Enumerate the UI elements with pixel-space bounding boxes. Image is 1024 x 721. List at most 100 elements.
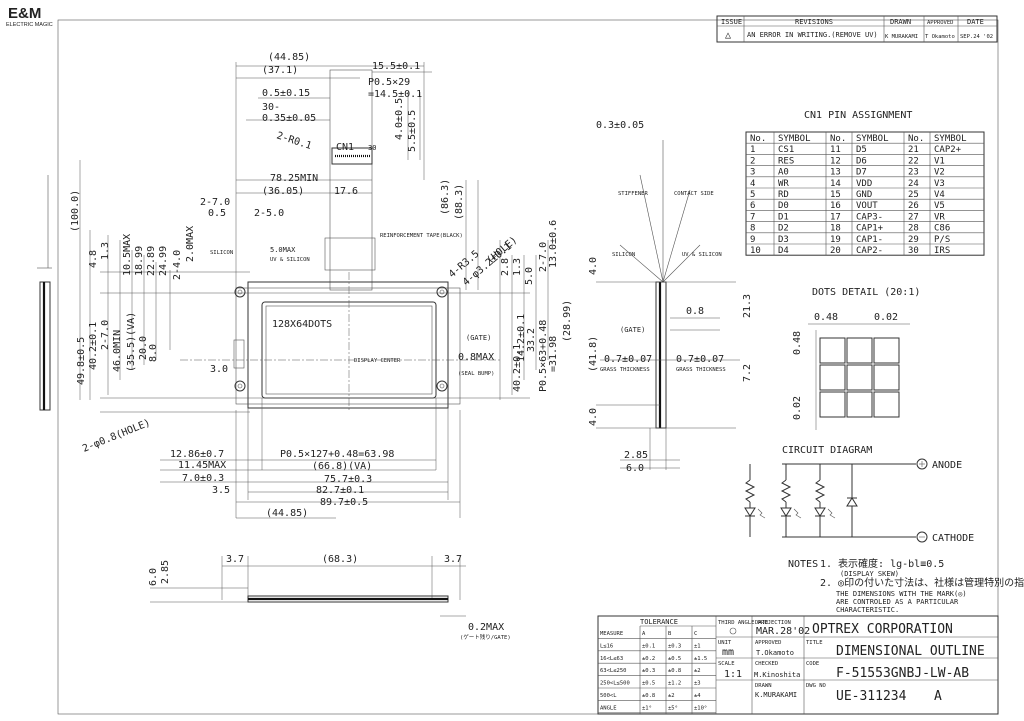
dim-44-85-bottom: (44.85) (266, 508, 308, 519)
pin-table-cell: V4 (934, 190, 945, 200)
note-1-sub: (DISPLAY SKEW) (840, 570, 899, 578)
reinforcement-tape-label: REINFORCEMENT TAPE(BLACK) (380, 233, 463, 239)
dots-dim-48-h: 0.48 (814, 312, 838, 323)
checked-value: M.Kinoshita (754, 671, 800, 679)
dim-66-8-va: (66.8)(VA) (312, 461, 372, 472)
date-value: MAR.28'02 (756, 626, 810, 637)
approved-label: APPROVED (755, 640, 782, 646)
dim-49-8: 49.8±0.5 (76, 337, 87, 385)
rev-approved: T Okamoto (925, 34, 955, 40)
dim-12-86: 12.86±0.7 (170, 449, 224, 460)
revision-block: ISSUE REVISIONS DRAWN APPROVED DATE △ AN… (716, 15, 998, 43)
tolerance-cell: 250<L≤500 (600, 681, 630, 687)
tolerance-cell: ±0.3 (642, 668, 655, 674)
dim-2-0max: 2.0MAX (185, 226, 196, 262)
pin-table-cell: VR (934, 212, 945, 222)
side-dim-21-3: 21.3 (742, 294, 753, 318)
pin-table-header: SYMBOL (934, 134, 967, 144)
dots-dim-02-v: 0.02 (792, 396, 803, 420)
dim-33-2: 33.2 (526, 328, 537, 352)
pin-table-cell: 1 (750, 145, 755, 155)
dim-2-4-0: 2-4.0 (172, 250, 183, 280)
bottom-dim-3-7-right: 3.7 (444, 554, 462, 565)
uv-max-label: 5.0MAX (270, 246, 296, 254)
pin-table-cell: D0 (778, 201, 789, 211)
rev-drawn: K MURAKAMI (885, 34, 918, 40)
company-name: OPTREX CORPORATION (812, 622, 953, 637)
pin-table-header: No. (750, 134, 766, 144)
rev-header-issue: ISSUE (721, 18, 742, 26)
dim-5-0-right: 5.0 (524, 267, 535, 285)
anode-terminal (916, 458, 928, 470)
dim-82-7: 82.7±0.1 (316, 485, 364, 496)
product-code: F-51553GNBJ-LW-AB (836, 666, 969, 681)
pin-table-cell: CS1 (778, 145, 794, 155)
pin-table-cell: RD (778, 190, 789, 200)
tolerance-cell: L≤16 (600, 643, 613, 649)
pin-table-header: SYMBOL (778, 134, 811, 144)
pin-table-cell: 23 (908, 168, 919, 178)
dim-36-05: (36.05) (262, 186, 304, 197)
dim-10-5max: 10.5MAX (122, 234, 133, 276)
tolerance-cell: 500<L (600, 693, 617, 699)
pin-table-cell: 24 (908, 179, 919, 189)
rev-issue-symbol: △ (725, 30, 731, 41)
dim-75-7: 75.7±0.3 (324, 474, 372, 485)
dim-0-35: 0.35±0.05 (262, 113, 316, 124)
bottom-dim-68-3: (68.3) (322, 554, 358, 565)
dim-2-7-0-top: 2-7.0 (200, 197, 230, 208)
dim-4-0: 4.0±0.5 (394, 98, 405, 140)
dim-3-0: 3.0 (210, 364, 228, 375)
rev-date: SEP.24 '02 (960, 34, 993, 40)
dim-11-45max: 11.45MAX (178, 460, 226, 471)
dim-p0-5x29: P0.5×29 (368, 77, 410, 88)
dim-22-89: 22.89 (146, 246, 157, 276)
side-dim-4-0-top: 4.0 (588, 257, 599, 275)
dim-2-7-0-right: 2-7.0 (538, 242, 549, 272)
side-gate-label: (GATE) (620, 326, 645, 334)
pin-table-cell: 12 (830, 156, 841, 166)
note-2: 2. ◎印の付いた寸法は、社様は管理特別の指示を示す。 (820, 576, 1024, 589)
pin-table-cell: 10 (750, 246, 761, 256)
pin-table-cell: 27 (908, 212, 919, 222)
title-label: TITLE (806, 640, 823, 646)
pin-table-cell: 11 (830, 145, 841, 155)
pin-table-cell: 8 (750, 224, 755, 234)
tolerance-cell: ±1.2 (668, 681, 681, 687)
pin-table-cell: CAP1- (856, 235, 883, 245)
tolerance-cell: ±2 (668, 693, 675, 699)
pin-table-cell: 17 (830, 212, 841, 222)
tolerance-cell: ±3 (694, 681, 701, 687)
led-branch (780, 464, 802, 537)
left-side-view (37, 175, 52, 411)
tolerance-cell: ±0.5 (668, 656, 681, 662)
dim-20-0: 20.0 (138, 336, 149, 360)
dots-dim-48-v: 0.48 (792, 331, 803, 355)
bottom-dim-3-7-left: 3.7 (226, 554, 244, 565)
pin-table-cell: 26 (908, 201, 919, 211)
pin-table-title: CN1 PIN ASSIGNMENT (804, 110, 912, 121)
logo-tagline: ELECTRIC MAGIC (6, 22, 53, 28)
silicon-label: SILICON (210, 250, 233, 256)
unit-label: UNIT (718, 640, 732, 646)
pin-table-cell: 15 (830, 190, 841, 200)
side-dim-41-8: (41.8) (588, 336, 599, 372)
pin-table-cell: D1 (778, 212, 789, 222)
pin-table-cell: RES (778, 156, 794, 166)
tolerance-cell: ANGLE (600, 705, 617, 711)
note-2-en-a: THE DIMENSIONS WITH THE MARK(◎) (836, 590, 967, 598)
tolerance-cell: ±2 (694, 668, 701, 674)
scale-label: SCALE (718, 661, 735, 667)
pin-table-cell: GND (856, 190, 872, 200)
pin-table-cell: CAP3- (856, 212, 883, 222)
module-glass-outline (247, 281, 449, 409)
pin-table-cell: P/S (934, 235, 950, 245)
side-dim-7-2: 7.2 (742, 364, 753, 382)
dots-label: 128X64DOTS (272, 319, 332, 330)
pin-table-cell: V5 (934, 201, 945, 211)
notes: NOTES 1. 表示確度: lg-bl≡0.5 (DISPLAY SKEW) … (788, 557, 1024, 614)
code-label: CODE (806, 661, 819, 667)
bottom-gate-label: (ゲート残り/GATE) (460, 633, 511, 641)
pin-table-cell: 22 (908, 156, 919, 166)
